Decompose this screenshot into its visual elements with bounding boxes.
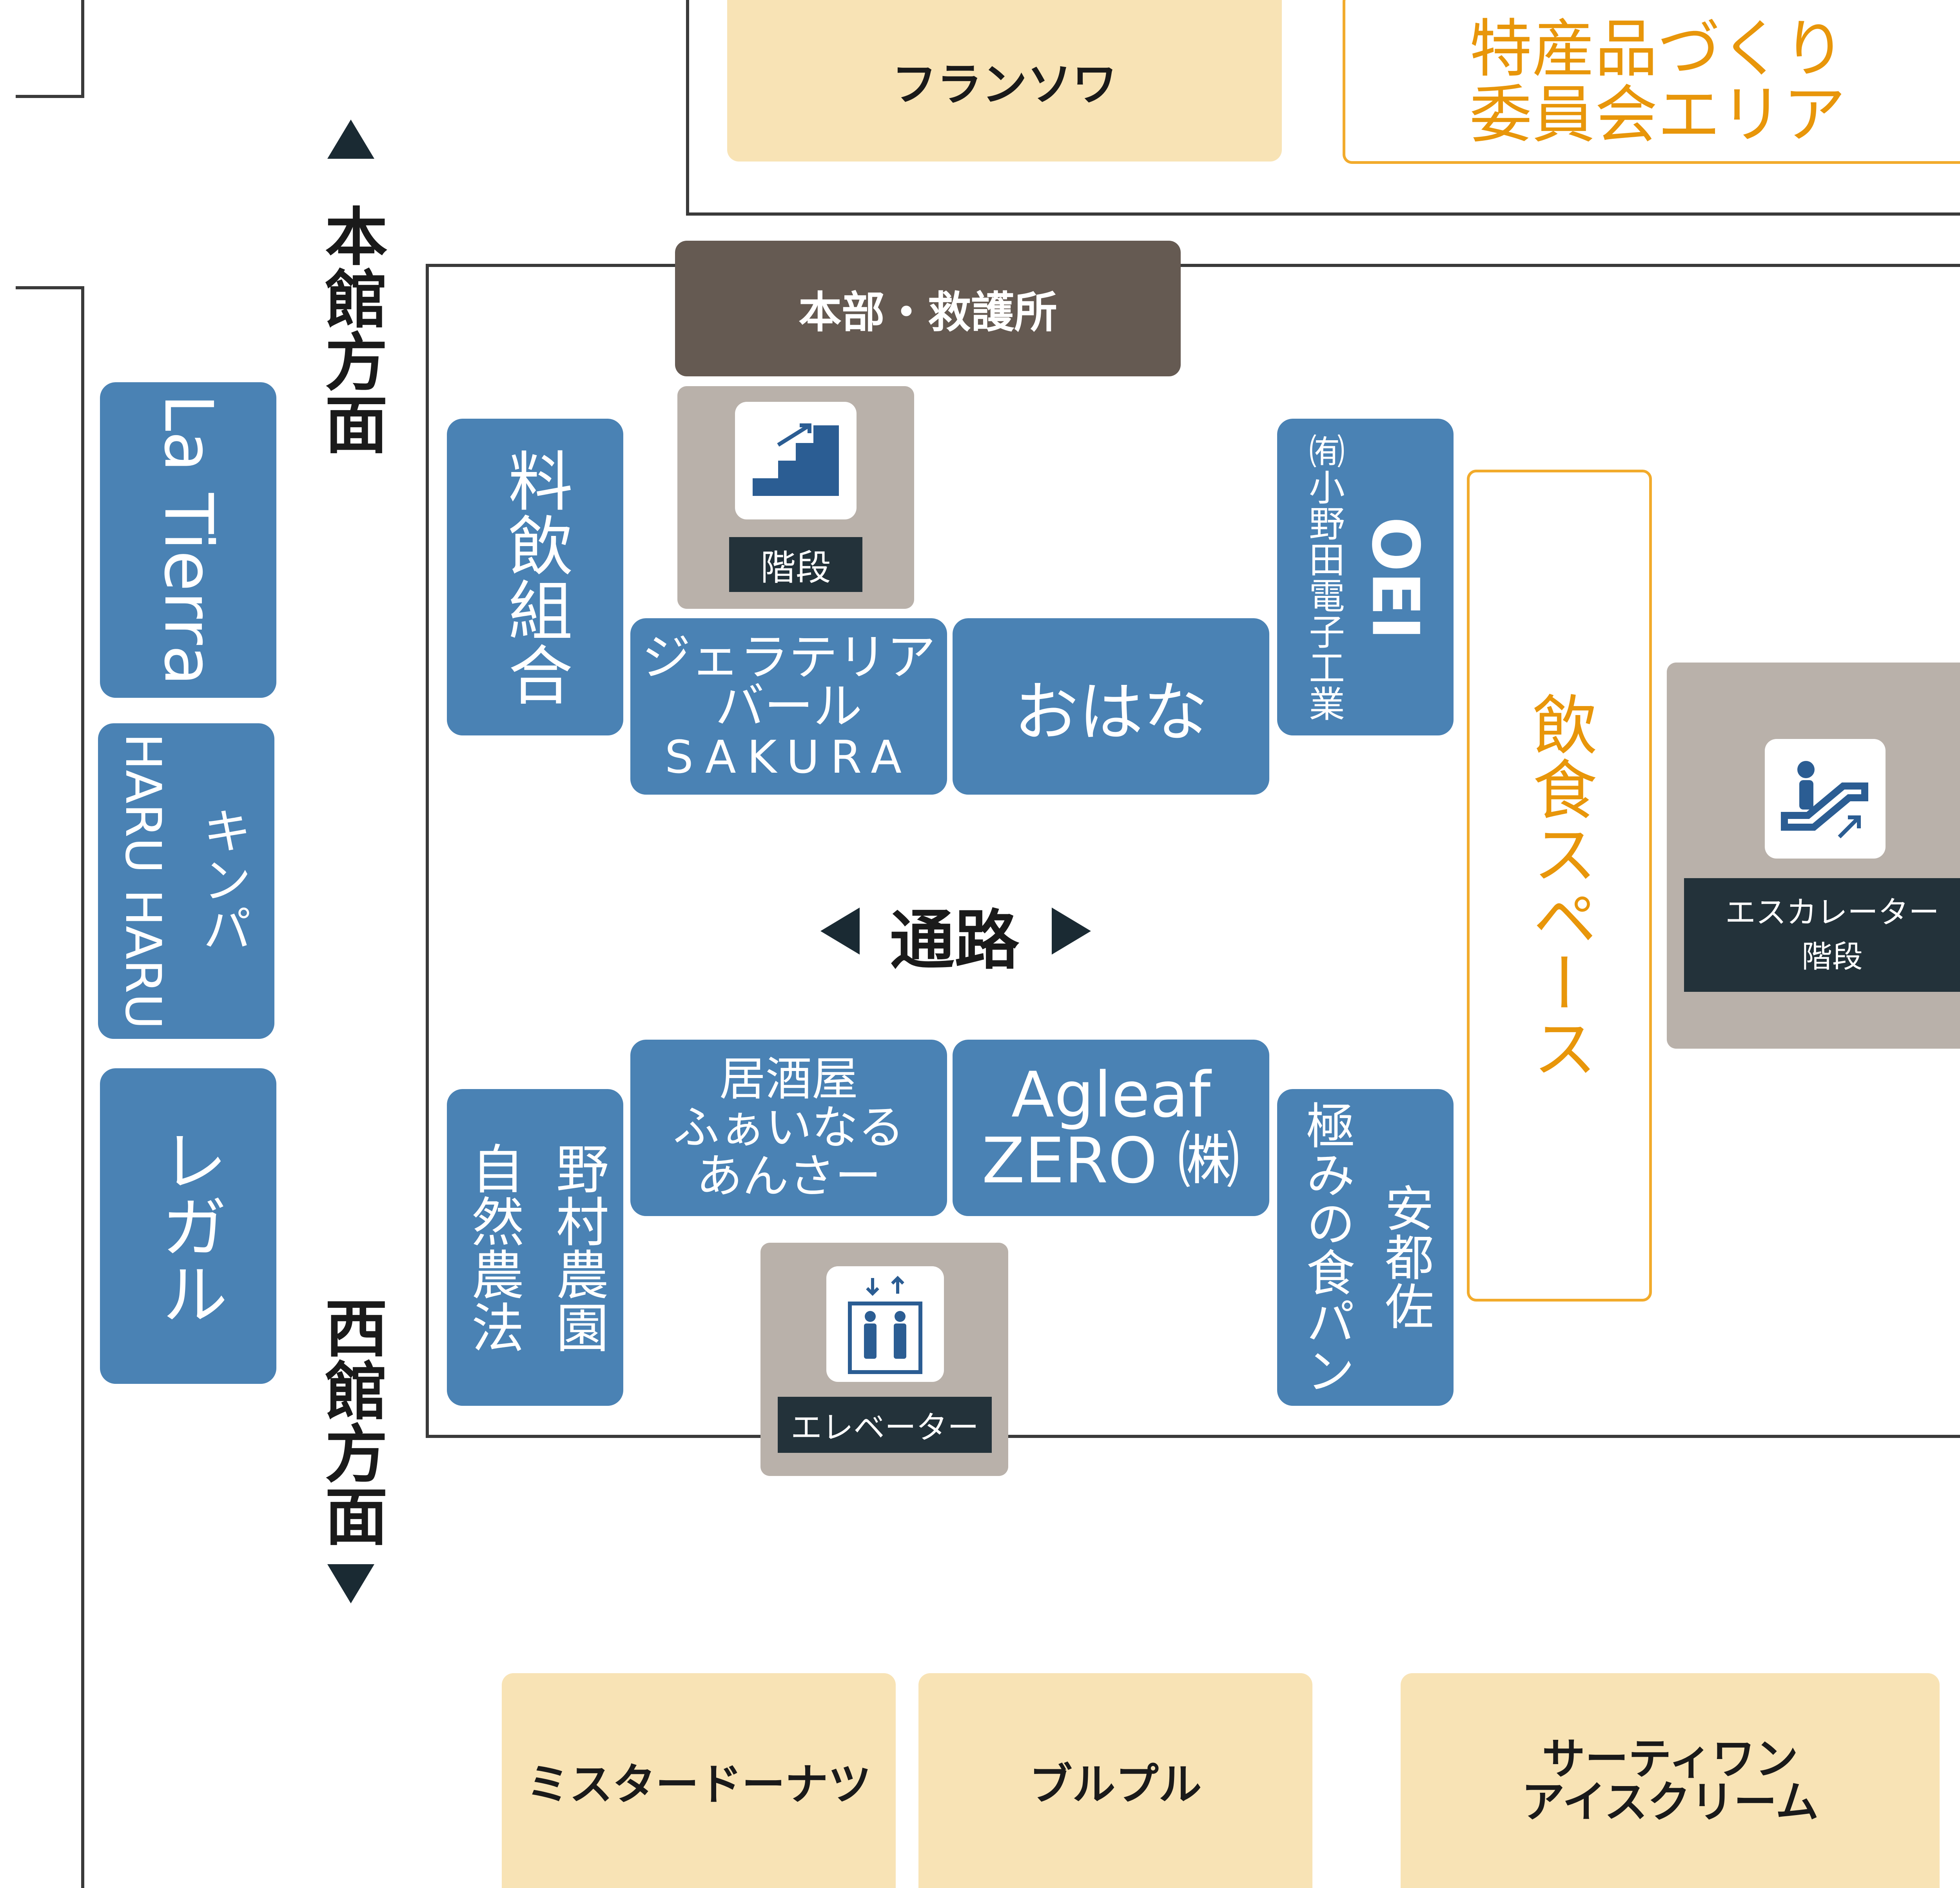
stairs-icon-box: [735, 402, 857, 519]
wall-topleft-v: [81, 0, 84, 98]
shop-purupuru[interactable]: ブルプル: [918, 1673, 1312, 1888]
shop-thirty-one[interactable]: サーティワン アイスクリーム: [1401, 1673, 1940, 1888]
booth-oei-company: ㈲小野田電子工業: [1303, 433, 1345, 721]
booth-ryoin[interactable]: 料飲組合: [447, 419, 623, 735]
hall-left: [426, 264, 429, 1438]
booth-ohana[interactable]: おはな: [953, 618, 1269, 795]
stairs-label-text: 階段: [760, 547, 831, 588]
booth-kiwami-shokupan[interactable]: 極みの食パン 安都佐: [1277, 1089, 1454, 1406]
hall-bottom: [426, 1435, 1960, 1438]
specialty-area[interactable]: 特産品づくり 委員会エリア: [1343, 0, 1960, 164]
booth-gelateria-line3: SAKURA: [664, 731, 913, 784]
direction-west-building: 西館方面: [314, 1296, 388, 1547]
booth-oei-label: OEI: [1357, 517, 1433, 640]
wall-left-v: [81, 286, 84, 1888]
booth-nomura-farm[interactable]: 自然農法 野村農園: [447, 1089, 623, 1406]
shop-legal-label: レガル: [149, 1126, 227, 1326]
hq-label: 本部・救護所: [799, 287, 1057, 338]
shop-haruharu-label: HARU HARU: [114, 733, 171, 1029]
booth-agleaf-zero[interactable]: Agleaf ZERO ㈱: [953, 1040, 1269, 1216]
escalator-icon: [1781, 761, 1868, 839]
booth-nomura-label: 野村農園: [547, 1142, 608, 1353]
wall-left-h: [16, 286, 84, 289]
booth-ryoin-label: 料飲組合: [497, 448, 573, 706]
specialty-area-label: 特産品づくり 委員会エリア: [1469, 12, 1846, 151]
booth-izakaya[interactable]: 居酒屋 ふぁいなる あんさー: [630, 1040, 947, 1216]
hq-first-aid[interactable]: 本部・救護所: [675, 241, 1181, 376]
booth-agleaf-line2: ZERO ㈱: [982, 1124, 1240, 1197]
shop-francois[interactable]: フランソワ: [727, 0, 1282, 162]
shop-la-tierra-label: La Tierra: [149, 394, 227, 686]
stairs-icon: [753, 423, 839, 496]
booth-agleaf-line1: Agleaf: [1011, 1058, 1211, 1131]
escalator-label: エスカレーター 階段: [1684, 878, 1960, 992]
escalator-facility[interactable]: エスカレーター 階段: [1667, 663, 1960, 1049]
shop-la-tierra[interactable]: La Tierra: [100, 382, 276, 698]
elevator-icon: [848, 1276, 922, 1374]
elevator-icon-box: [826, 1266, 944, 1382]
wall-top-h: [686, 212, 1960, 216]
elevator-facility[interactable]: エレベーター: [760, 1243, 1008, 1476]
elevator-label: エレベーター: [778, 1397, 992, 1453]
arrow-up-icon: [327, 120, 374, 159]
wall-topleft-h: [16, 95, 84, 98]
shop-thirty-one-label: サーティワン アイスクリーム: [1521, 1734, 1819, 1827]
booth-izakaya-label: 居酒屋 ふぁいなる あんさー: [673, 1052, 904, 1203]
shop-francois-label: フランソワ: [891, 58, 1117, 111]
booth-gelateria-sakura[interactable]: ジェラテリア バール SAKURA: [630, 618, 947, 795]
escalator-icon-box: [1765, 739, 1886, 859]
arrow-down-icon: [327, 1564, 374, 1603]
booth-gelateria-line1: ジェラテリア: [642, 629, 936, 686]
booth-atosa-label: 安都佐: [1376, 1183, 1433, 1330]
eating-space-label: 飲食スペース: [1521, 692, 1597, 1080]
escalator-label-line1: エスカレーター: [1725, 895, 1939, 930]
passage-label: 通路: [890, 903, 1019, 978]
elevator-label-text: エレベーター: [791, 1409, 979, 1446]
booth-kiwami-label: 極みの食パン: [1298, 1100, 1354, 1394]
shop-purupuru-label: ブルプル: [1029, 1759, 1202, 1810]
shop-mister-donut[interactable]: ミスタードーナツ: [502, 1673, 896, 1888]
arrow-left-icon: [820, 908, 860, 955]
eating-space[interactable]: 飲食スペース: [1467, 470, 1652, 1302]
hall-top: [426, 264, 1960, 267]
direction-main-building: 本館方面: [314, 204, 388, 455]
shop-legal[interactable]: レガル: [100, 1068, 276, 1384]
booth-shizen-label: 自然農法: [462, 1142, 524, 1353]
shop-haruharu-kimpa[interactable]: HARU HARU キンパ: [98, 723, 274, 1039]
wall-top-v: [686, 0, 689, 216]
stairs-label: 階段: [729, 537, 862, 592]
booth-oei[interactable]: OEI ㈲小野田電子工業: [1277, 419, 1454, 735]
escalator-label-line2: 階段: [1801, 939, 1863, 975]
booth-gelateria-line2: バール: [715, 678, 862, 735]
booth-ohana-label: おはな: [1014, 674, 1208, 750]
stairs-facility[interactable]: 階段: [677, 386, 914, 609]
shop-kimpa-label: キンパ: [194, 806, 251, 953]
shop-mister-donut-label: ミスタードーナツ: [526, 1759, 871, 1810]
arrow-right-icon: [1052, 908, 1091, 955]
